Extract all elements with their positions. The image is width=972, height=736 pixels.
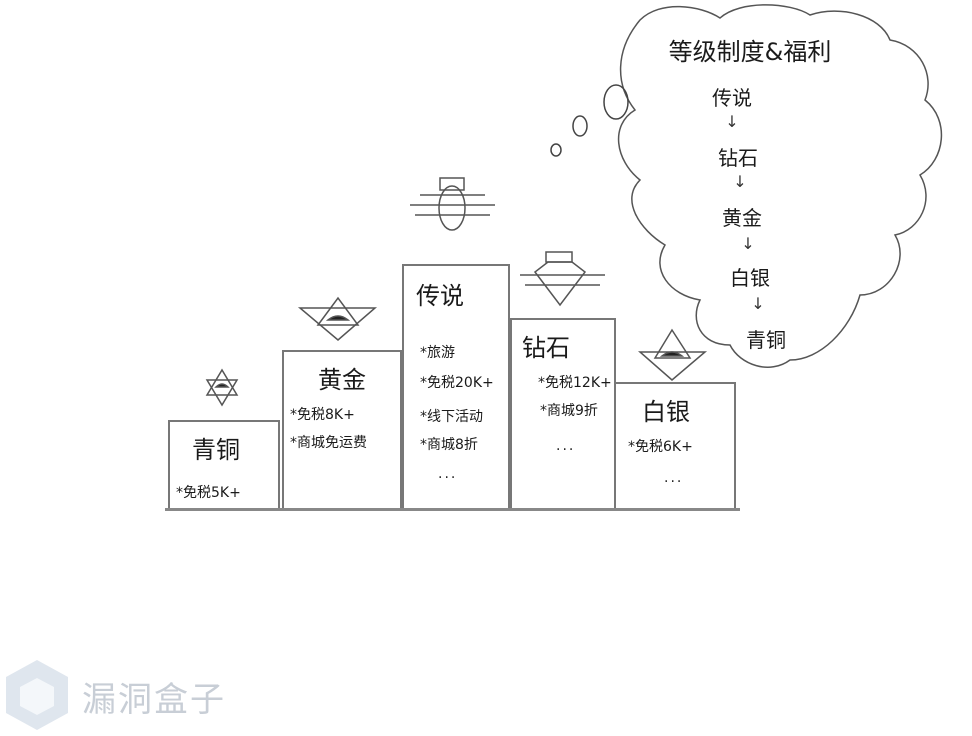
arrow-down-icon: ↓ bbox=[725, 112, 739, 131]
cloud-rank-bronze: 青铜 bbox=[746, 328, 786, 352]
gold-badge-icon bbox=[297, 296, 378, 341]
thought-bubble-large bbox=[603, 84, 629, 120]
cloud-rank-silver: 白银 bbox=[730, 266, 770, 290]
perk: *商城9折 bbox=[540, 403, 598, 419]
arrow-down-icon: ↓ bbox=[733, 172, 747, 191]
tier-name: 钻石 bbox=[522, 334, 570, 362]
podium-legend: 传说 *旅游 *免税20K+ *线下活动 *商城8折 ... bbox=[402, 264, 510, 510]
perk: *免税12K+ bbox=[538, 375, 612, 391]
silver-badge-icon bbox=[638, 328, 708, 381]
more-ellipsis: ... bbox=[664, 470, 684, 486]
cloud-rank-gold: 黄金 bbox=[722, 206, 762, 230]
watermark-cube-logo-icon bbox=[6, 660, 68, 730]
more-ellipsis: ... bbox=[438, 466, 458, 482]
perk: *旅游 bbox=[420, 345, 455, 361]
watermark-text: 漏洞盒子 bbox=[82, 680, 226, 720]
arrow-down-icon: ↓ bbox=[741, 234, 755, 253]
legend-badge-icon bbox=[410, 177, 495, 231]
tier-name: 青铜 bbox=[192, 436, 240, 464]
podium-baseline bbox=[165, 508, 740, 511]
perk: *商城8折 bbox=[420, 437, 478, 453]
perk: *免税8K+ bbox=[290, 407, 355, 423]
cloud-rank-legend: 传说 bbox=[712, 86, 752, 110]
perk: *免税5K+ bbox=[176, 485, 241, 501]
tier-name: 白银 bbox=[642, 398, 690, 426]
podium-bronze: 青铜 *免税5K+ bbox=[168, 420, 280, 510]
perk: *免税6K+ bbox=[628, 439, 693, 455]
perk: *商城免运费 bbox=[290, 435, 367, 451]
cloud-title: 等级制度&福利 bbox=[668, 38, 832, 66]
cloud-rank-diamond: 钻石 bbox=[718, 146, 758, 170]
more-ellipsis: ... bbox=[556, 438, 576, 454]
tier-name: 黄金 bbox=[318, 366, 366, 394]
perk: *线下活动 bbox=[420, 409, 483, 425]
tier-name: 传说 bbox=[416, 282, 464, 310]
arrow-down-icon: ↓ bbox=[751, 294, 765, 313]
thought-cloud bbox=[618, 4, 943, 368]
thought-bubble-small bbox=[550, 143, 562, 157]
bronze-badge-icon bbox=[205, 368, 239, 407]
diamond-badge-icon bbox=[520, 251, 605, 307]
perk: *免税20K+ bbox=[420, 375, 494, 391]
podium-gold: 黄金 *免税8K+ *商城免运费 bbox=[282, 350, 402, 510]
podium-silver: 白银 *免税6K+ ... bbox=[614, 382, 736, 510]
thought-bubble-medium bbox=[572, 115, 588, 137]
podium-diamond: 钻石 *免税12K+ *商城9折 ... bbox=[510, 318, 616, 510]
